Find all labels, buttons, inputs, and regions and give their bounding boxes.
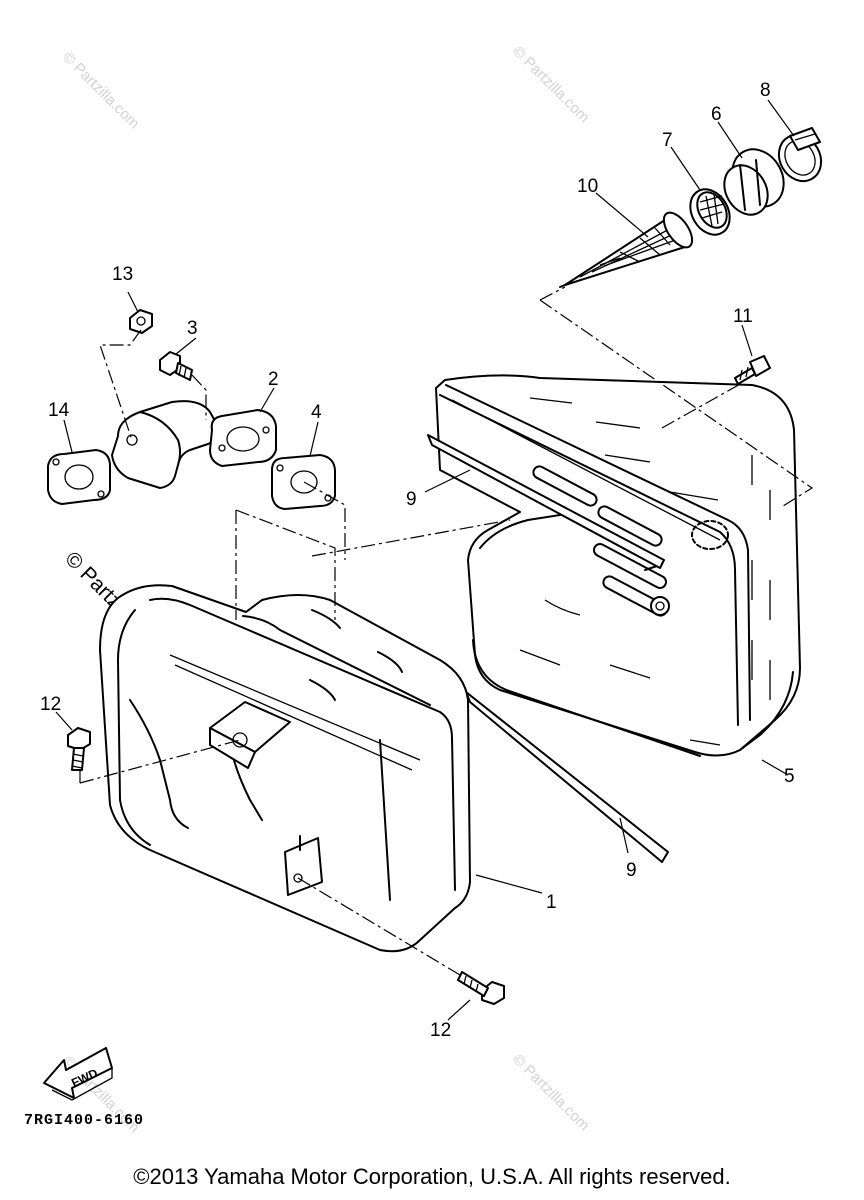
exhaust-pipe-part-2 bbox=[111, 400, 277, 489]
bolt-part-12-lower bbox=[457, 971, 505, 1005]
callout-5: 5 bbox=[784, 766, 795, 787]
callout-2: 2 bbox=[268, 369, 279, 390]
callout-1: 1 bbox=[546, 892, 557, 913]
screen-part-7 bbox=[689, 188, 731, 236]
watermark: © Partzilla.com bbox=[509, 43, 592, 126]
callout-10: 10 bbox=[577, 176, 598, 197]
callout-6: 6 bbox=[711, 104, 722, 125]
muffler-part-1 bbox=[99, 584, 471, 953]
callout-9-lower: 9 bbox=[626, 860, 637, 881]
watermark: © Partzilla.com bbox=[59, 49, 142, 132]
callout-3: 3 bbox=[187, 318, 198, 339]
spark-arrester-part-10 bbox=[559, 211, 694, 288]
band-part-6 bbox=[723, 148, 785, 216]
bolt-part-12-upper bbox=[67, 727, 91, 771]
figure-code: 7RGI400-6160 bbox=[24, 1112, 145, 1129]
callout-12-lower: 12 bbox=[430, 1020, 451, 1041]
protector-part-5 bbox=[435, 374, 801, 757]
callout-7: 7 bbox=[662, 130, 673, 151]
nut-part-13 bbox=[129, 309, 153, 334]
callout-14: 14 bbox=[48, 400, 70, 421]
callout-12-upper: 12 bbox=[40, 694, 61, 715]
assembly-lines bbox=[79, 286, 814, 976]
callout-4: 4 bbox=[311, 402, 322, 423]
callout-8: 8 bbox=[760, 80, 771, 101]
gasket-part-14 bbox=[47, 449, 111, 505]
watermark: © Partzilla.com bbox=[509, 1051, 592, 1134]
callout-9-upper: 9 bbox=[406, 489, 417, 510]
copyright-notice: ©2013 Yamaha Motor Corporation, U.S.A. A… bbox=[133, 1164, 731, 1189]
leader-lines bbox=[55, 99, 795, 1021]
gasket-part-4 bbox=[271, 454, 336, 510]
callout-numbers: 10 7 6 8 13 3 2 4 14 11 9 5 9 1 12 12 bbox=[40, 80, 795, 1041]
callout-11: 11 bbox=[733, 306, 753, 327]
screw-part-11 bbox=[734, 355, 771, 385]
callout-13: 13 bbox=[112, 264, 133, 285]
bolt-part-3 bbox=[159, 351, 193, 381]
clamp-part-8 bbox=[777, 127, 823, 183]
